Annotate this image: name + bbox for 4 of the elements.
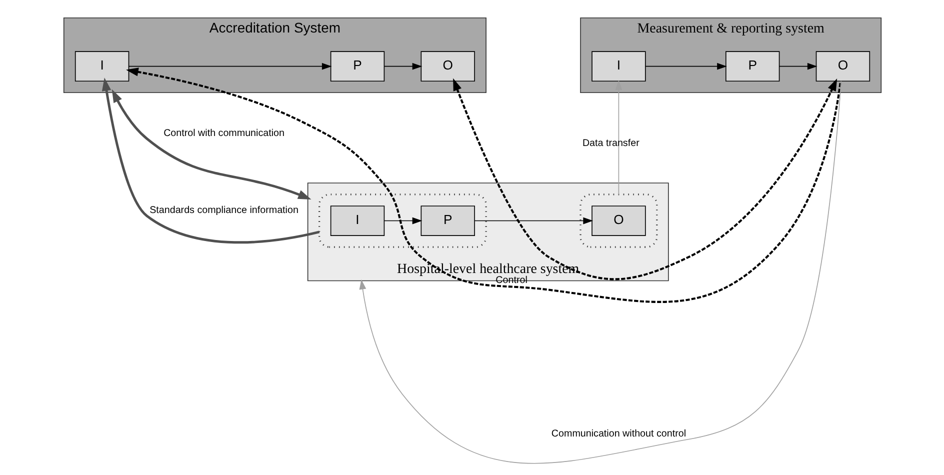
edge-label: Standards compliance information — [149, 205, 298, 216]
edge-label: Data transfer — [582, 138, 639, 150]
edge-label: Control with communication — [163, 128, 284, 139]
edge-label: Communication without control — [550, 428, 686, 440]
